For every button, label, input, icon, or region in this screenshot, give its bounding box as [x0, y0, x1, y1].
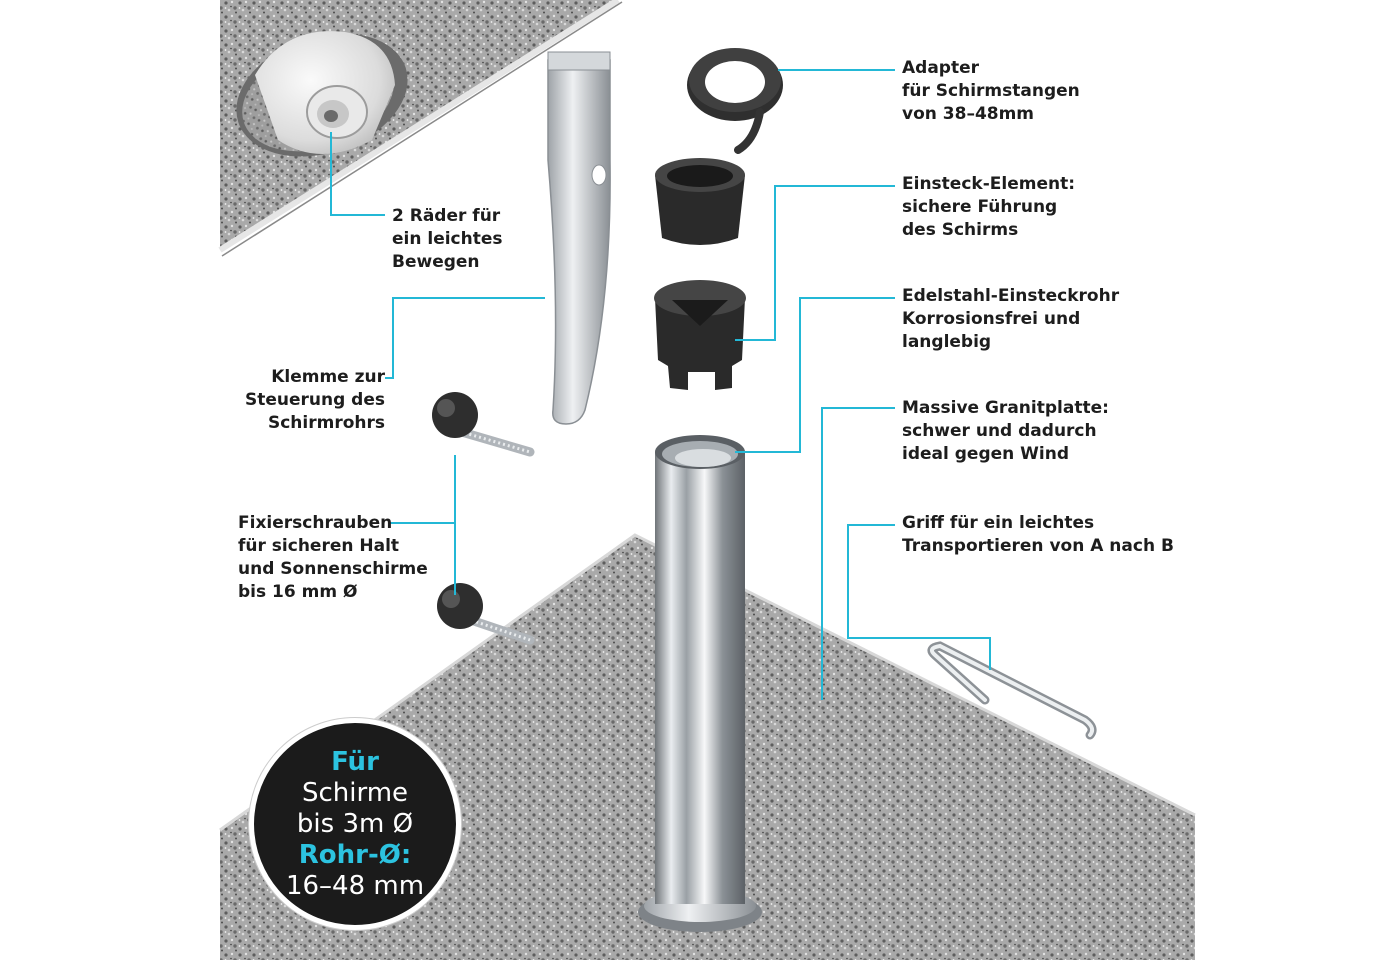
- badge-line: 16–48 mm: [285, 870, 425, 901]
- label-fixier: Fixierschrauben für sicheren Halt und So…: [238, 512, 428, 604]
- label-einsteck-line: des Schirms: [902, 220, 1019, 240]
- screw-upper: [432, 392, 535, 457]
- label-raeder-line: ein leichtes: [392, 229, 503, 249]
- label-klemme: Klemme zur Steuerung des Schirmrohrs: [245, 366, 385, 435]
- spec-badge: Für Schirme bis 3m Ø Rohr-Ø: 16–48 mm: [249, 718, 461, 930]
- label-edelstahl-line: langlebig: [902, 332, 992, 352]
- clamp-bar: [547, 51, 611, 425]
- label-edelstahl: Edelstahl-Einsteckrohr Korrosionsfrei un…: [902, 285, 1119, 354]
- screw-lower: [437, 583, 535, 645]
- badge-line: Für: [331, 746, 379, 777]
- adapter-ring: [687, 48, 783, 154]
- label-granit-line: Massive Granitplatte:: [902, 398, 1109, 418]
- label-einsteck-line: Einsteck-Element:: [902, 174, 1075, 194]
- label-klemme-line: Klemme zur: [271, 367, 385, 387]
- label-adapter-line: für Schirmstangen: [902, 81, 1080, 101]
- label-griff-line: Transportieren von A nach B: [902, 536, 1174, 556]
- badge-line: Rohr-Ø:: [298, 839, 412, 870]
- label-klemme-line: Steuerung des: [244, 390, 385, 410]
- label-adapter-line: von 38–48mm: [902, 104, 1035, 124]
- label-griff-line: Griff für ein leichtes: [902, 513, 1095, 533]
- badge-line: bis 3m Ø: [296, 808, 414, 839]
- label-raeder-line: Bewegen: [392, 252, 480, 272]
- label-griff: Griff für ein leichtes Transportieren vo…: [902, 512, 1174, 558]
- label-raeder: 2 Räder für ein leichtes Bewegen: [392, 205, 503, 274]
- label-fixier-line: und Sonnenschirme: [238, 559, 428, 579]
- cone-element: [654, 280, 746, 390]
- label-raeder-line: 2 Räder für: [392, 206, 501, 226]
- wheel-inset: [218, 0, 623, 257]
- label-fixier-line: Fixierschrauben: [238, 513, 393, 533]
- handle: [927, 641, 1097, 740]
- label-granit: Massive Granitplatte: schwer und dadurch…: [902, 397, 1109, 466]
- badge-line: Schirme: [301, 777, 409, 808]
- label-adapter-line: Adapter: [902, 58, 980, 78]
- label-granit-line: ideal gegen Wind: [902, 444, 1070, 464]
- label-granit-line: schwer und dadurch: [902, 421, 1097, 441]
- steel-tube: [638, 435, 762, 932]
- label-einsteck-line: sichere Führung: [902, 197, 1058, 217]
- label-edelstahl-line: Edelstahl-Einsteckrohr: [902, 286, 1120, 306]
- label-klemme-line: Schirmrohrs: [267, 413, 385, 433]
- label-fixier-line: für sicheren Halt: [238, 536, 400, 556]
- label-adapter: Adapter für Schirmstangen von 38–48mm: [902, 57, 1080, 126]
- leader-lines: [330, 69, 991, 700]
- label-einsteck: Einsteck-Element: sichere Führung des Sc…: [902, 173, 1075, 242]
- label-edelstahl-line: Korrosionsfrei und: [902, 309, 1081, 329]
- insert-element: [655, 158, 745, 245]
- label-fixier-line: bis 16 mm Ø: [238, 582, 358, 602]
